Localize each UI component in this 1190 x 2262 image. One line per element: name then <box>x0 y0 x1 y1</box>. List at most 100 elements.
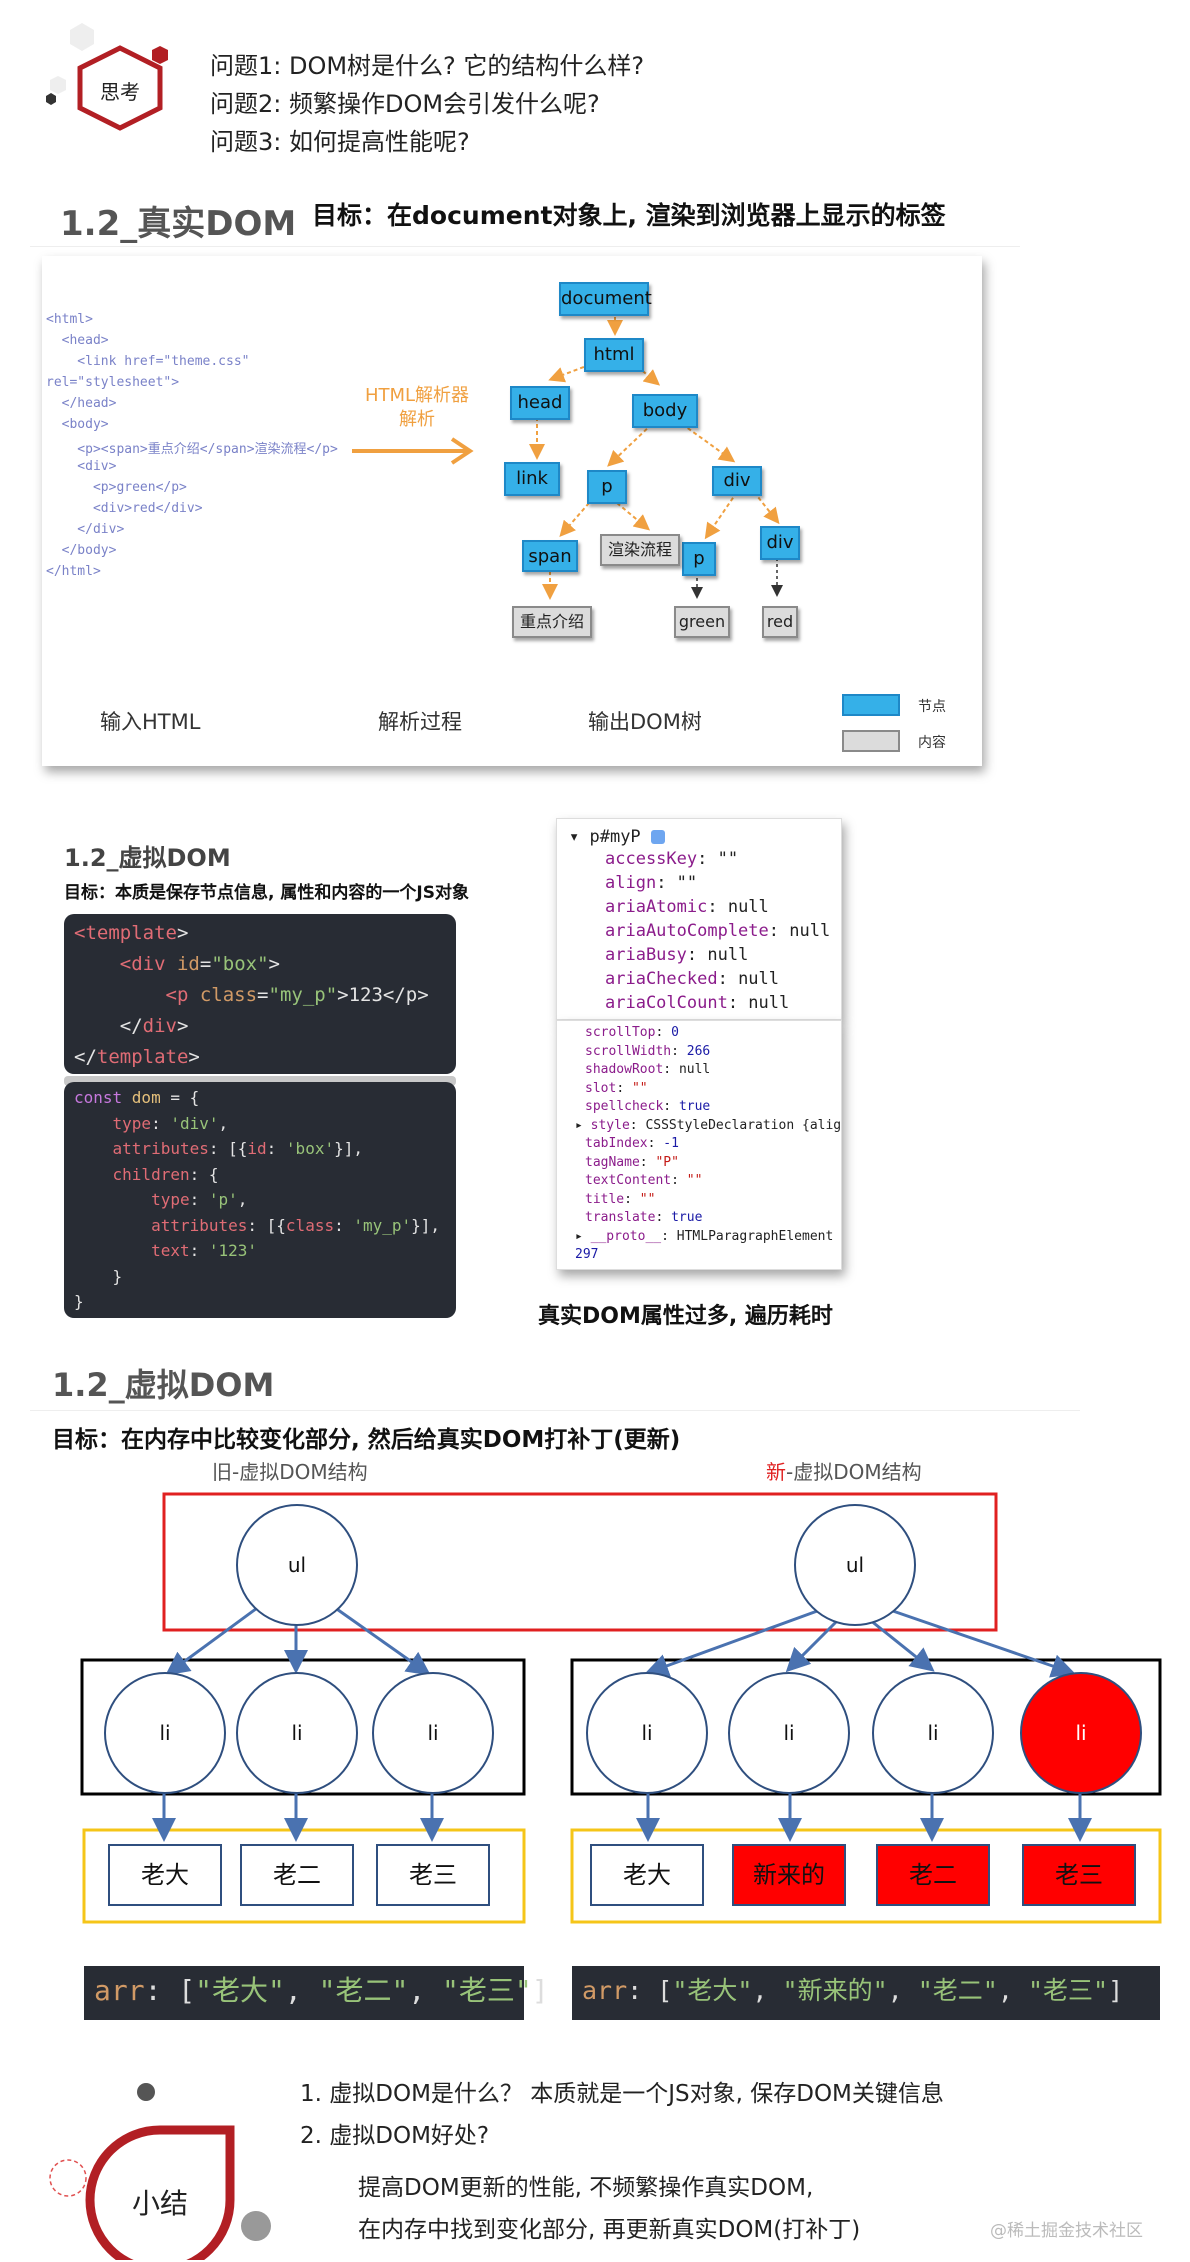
prop-key: ariaAtomic <box>605 897 708 917</box>
prop-key: accessKey <box>605 849 698 869</box>
caption-output: 输出DOM树 <box>588 710 702 734</box>
old-arr-value: "老二" <box>318 1974 409 2007</box>
code-token: : <box>151 1113 171 1133</box>
code-token: </ <box>74 1046 97 1068</box>
code-token: > <box>268 953 280 975</box>
code-token: : <box>189 1241 209 1260</box>
template-code-block: <template> <div id="box"> <p class="my_p… <box>64 914 456 1074</box>
js-code-line: type: 'div', <box>74 1113 229 1133</box>
new-ul-node: ul <box>794 1504 916 1626</box>
code-token: 'div' <box>170 1113 219 1133</box>
prop-value: true <box>671 1210 703 1225</box>
js-code-line: attributes: [{class: 'my_p'}], <box>74 1216 440 1235</box>
template-code-line: </div> <box>74 1015 189 1037</box>
new-li-node-added: li <box>1020 1672 1142 1794</box>
prop-value: 266 <box>686 1043 711 1059</box>
template-code-line: </template> <box>74 1046 200 1068</box>
code-token: : [{ <box>247 1215 286 1235</box>
diff-title: 1.2_虚拟DOM <box>52 1366 275 1404</box>
node-html: html <box>584 338 644 372</box>
code-token: , <box>237 1190 248 1209</box>
summary-line-4: 在内存中找到变化部分, 再更新真实DOM(打补丁) <box>358 2217 861 2243</box>
js-code-line: type: 'p', <box>74 1190 247 1209</box>
node-p-2: p <box>682 542 716 576</box>
code-token: '123' <box>208 1241 258 1260</box>
prop-key: shadowRoot <box>585 1062 664 1077</box>
prop-key: spellcheck <box>585 1099 664 1114</box>
prop-value: true <box>678 1099 711 1114</box>
info-icon <box>650 830 665 844</box>
new-label-rest: -虚拟DOM结构 <box>786 1460 922 1484</box>
real-dom-goal: 目标：在document对象上, 渲染到浏览器上显示的标签 <box>312 201 946 230</box>
devtools-prop-row: align: "" <box>605 873 697 893</box>
js-code-line: } <box>74 1292 84 1311</box>
devtools-prop-row: ▸ style: CSSStyleDeclaration {alig <box>575 1117 842 1133</box>
js-code-line: attributes: [{id: 'box'}], <box>74 1139 363 1158</box>
devtools-count: 297 <box>575 1247 599 1262</box>
code-token: } <box>74 1266 123 1286</box>
prop-value: : null <box>727 993 790 1013</box>
prop-key: scrollTop <box>585 1025 656 1040</box>
new-arr-value: "老二" <box>917 1976 998 2005</box>
prop-key: ariaBusy <box>605 945 687 965</box>
leaf-render-flow: 渲染流程 <box>600 534 680 566</box>
code-token: attributes <box>151 1215 248 1235</box>
question-2: 问题2: 频繁操作DOM会引发什么呢? <box>210 90 600 118</box>
html-code-line: <link href="theme.css" <box>46 354 250 369</box>
hexagon-icon <box>46 23 168 131</box>
question-1: 问题1: DOM树是什么? 它的结构什么样? <box>210 52 645 80</box>
prop-key: __proto__ <box>590 1228 662 1244</box>
virtual-dom-title: 1.2_虚拟DOM <box>64 844 231 872</box>
devtools-prop-row: tagName: "P" <box>585 1154 679 1170</box>
code-token: "my_p" <box>268 984 338 1006</box>
code-token: > <box>176 1015 189 1037</box>
prop-key: tagName <box>585 1154 640 1170</box>
node-p: p <box>587 470 627 504</box>
code-token: attributes <box>112 1139 209 1158</box>
real-dom-title: 1.2_真实DOM <box>60 204 297 244</box>
think-badge: 思考 <box>40 10 180 150</box>
code-token: p> <box>405 984 429 1006</box>
js-code-line: children: { <box>74 1165 219 1184</box>
prop-key: slot <box>585 1080 617 1096</box>
old-arr-value: "老大" <box>195 1974 285 2007</box>
expand-triangle-icon: ▾ <box>569 827 590 847</box>
old-arr-key: arr <box>94 1974 145 2007</box>
devtools-prop-row: ariaBusy: null <box>605 945 748 965</box>
code-token: div <box>142 1015 177 1037</box>
drop-shape-icon <box>49 2083 271 2260</box>
old-array-code: arr: ["老大", "老二", "老三"] <box>84 1966 549 2020</box>
js-code-line: text: '123' <box>74 1241 257 1260</box>
code-token: children <box>112 1164 190 1184</box>
prop-key: ariaColCount <box>605 993 728 1013</box>
devtools-prop-row: textContent: "" <box>585 1173 703 1188</box>
legend-content-swatch <box>842 730 900 752</box>
caption-process: 解析过程 <box>378 710 462 734</box>
new-li-node: li <box>728 1672 850 1794</box>
node-link: link <box>504 462 560 496</box>
prop-key: scrollWidth <box>585 1043 672 1059</box>
prop-key: title <box>585 1191 625 1207</box>
node-div: div <box>712 466 762 496</box>
prop-value: "" <box>686 1173 703 1188</box>
summary-line-1: 1. 虚拟DOM是什么？ 本质就是一个JS对象, 保存DOM关键信息 <box>300 2081 944 2107</box>
html-code-line: </head> <box>46 396 117 411</box>
new-item-box: 老大 <box>590 1844 704 1906</box>
code-token: > <box>176 922 189 944</box>
html-code-line: <body> <box>46 417 109 432</box>
code-token: <p <box>165 984 189 1006</box>
html-code-line: <p>green</p> <box>46 480 187 495</box>
new-structure-label: 新-虚拟DOM结构 <box>766 1456 922 1485</box>
devtools-prop-row: spellcheck: true <box>585 1099 711 1114</box>
js-code-block: const dom = { type: 'div', attributes: [… <box>64 1082 456 1318</box>
devtools-prop-row: translate: true <box>585 1210 703 1225</box>
code-token: template <box>96 1046 189 1068</box>
devtools-prop-row: ariaChecked: null <box>605 969 779 989</box>
prop-key: ariaChecked <box>605 969 718 989</box>
summary-badge-label: 小结 <box>131 2187 188 2220</box>
new-li-node: li <box>586 1672 708 1794</box>
node-document: document <box>559 282 652 316</box>
right-arrow-icon <box>352 437 474 465</box>
parser-label: HTML解析器 解析 <box>352 384 482 432</box>
